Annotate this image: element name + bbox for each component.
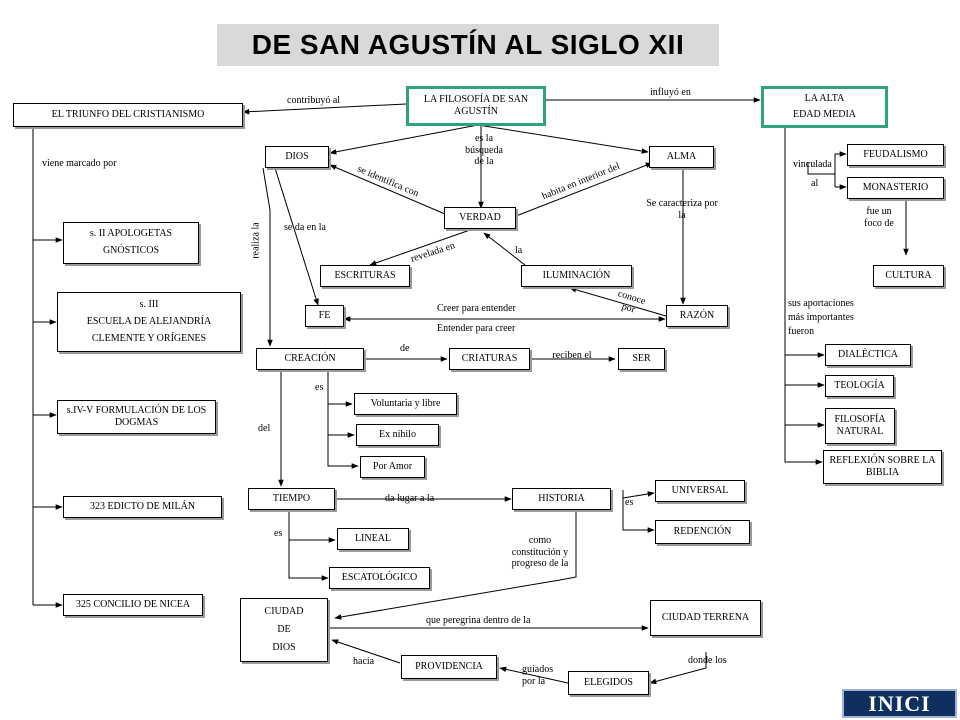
page-title: DE SAN AGUSTÍN AL SIGLO XII [217, 24, 719, 66]
link-es-historia: es [625, 497, 634, 508]
node-iluminacion[interactable]: ILUMINACIÓN [521, 265, 632, 287]
node-alejandria[interactable]: s. III ESCUELA DE ALEJANDRÍA CLEMENTE Y … [57, 292, 241, 352]
node-teologia[interactable]: TEOLOGÍA [825, 375, 894, 397]
node-ser[interactable]: SER [618, 348, 665, 370]
link-hacia: hacia [353, 656, 375, 667]
link-caracteriza: Se caracteriza por la [646, 198, 718, 221]
node-redencion[interactable]: REDENCIÓN [655, 520, 750, 544]
link-donde: donde los [688, 655, 727, 666]
link-influyo: influyó en [650, 87, 691, 98]
node-filosofia-natural[interactable]: FILOSOFÍA NATURAL [825, 408, 895, 444]
node-voluntaria-libre[interactable]: Voluntaria y libre [354, 393, 457, 415]
node-providencia[interactable]: PROVIDENCIA [401, 655, 497, 679]
link-es-creacion: es [315, 382, 324, 393]
link-peregrina: que peregrina dentro de la [426, 615, 531, 626]
node-monasterio[interactable]: MONASTERIO [847, 177, 944, 199]
link-guiados: guiados por la [522, 664, 554, 687]
node-razon[interactable]: RAZÓN [666, 305, 728, 327]
node-historia[interactable]: HISTORIA [512, 488, 611, 510]
node-alta-edad-media[interactable]: LA ALTA EDAD MEDIA [761, 86, 888, 128]
link-como: como constitución y progreso de la [511, 535, 569, 569]
node-alma[interactable]: ALMA [649, 146, 714, 168]
node-ciudad-de-dios-line-1: CIUDAD [264, 605, 304, 617]
node-alejandria-line-2: ESCUELA DE ALEJANDRÍA [86, 315, 212, 327]
link-del: del [258, 423, 271, 434]
node-ciudad-terrena[interactable]: CIUDAD TERRENA [650, 600, 761, 636]
node-apologetas-line-1: s. II APOLOGETAS [89, 228, 173, 240]
node-criaturas[interactable]: CRIATURAS [449, 348, 530, 370]
node-formulacion-dogmas[interactable]: s.IV-V FORMULACIÓN DE LOS DOGMAS [57, 400, 216, 434]
node-reflexion-biblia[interactable]: REFLEXIÓN SOBRE LA BIBLIA [823, 450, 942, 484]
node-dialectica[interactable]: DIALÉCTICA [825, 344, 911, 366]
node-elegidos[interactable]: ELEGIDOS [568, 671, 649, 695]
node-por-amor[interactable]: Por Amor [360, 456, 425, 478]
link-vinculada: vinculada [793, 159, 832, 170]
link-entender: Entender para creer [437, 323, 516, 334]
link-de: de [400, 343, 410, 354]
link-al: al [811, 178, 819, 189]
node-escatologico[interactable]: ESCATOLÓGICO [329, 567, 430, 589]
node-apologetas-line-2: GNÓSTICOS [102, 245, 160, 257]
node-tiempo[interactable]: TIEMPO [248, 488, 335, 510]
link-da-lugar: da lugar a la [385, 493, 435, 504]
node-ex-nihilo[interactable]: Ex nihilo [356, 424, 439, 446]
node-ciudad-de-dios[interactable]: CIUDAD DE DIOS [240, 598, 328, 662]
link-creer: Creer para entender [437, 303, 516, 314]
link-viene-marcado: viene marcado por [42, 158, 117, 169]
node-alta-edad-media-line-1: LA ALTA [804, 93, 845, 104]
node-fe[interactable]: FE [305, 305, 344, 327]
node-edicto-milan[interactable]: 323 EDICTO DE MILÁN [63, 496, 222, 518]
node-ciudad-de-dios-line-2: DE [277, 623, 291, 635]
link-realiza: realiza la [250, 222, 262, 259]
node-ciudad-de-dios-line-3: DIOS [272, 641, 296, 653]
link-se-da: se da en la [284, 222, 326, 233]
link-la: la [515, 245, 523, 256]
node-verdad[interactable]: VERDAD [444, 207, 516, 229]
node-dios[interactable]: DIOS [265, 146, 329, 168]
link-busqueda: es la búsqueda de la [465, 133, 503, 167]
node-feudalismo[interactable]: FEUDALISMO [847, 144, 944, 166]
node-creacion[interactable]: CREACIÓN [256, 348, 364, 370]
link-aportaciones: sus aportaciones más importantes fueron [788, 298, 854, 337]
node-filosofia-san-agustin[interactable]: LA FILOSOFÍA DE SAN AGUSTÍN [406, 86, 546, 126]
node-alejandria-line-1: s. III [139, 298, 159, 310]
node-cultura[interactable]: CULTURA [873, 265, 944, 287]
node-concilio-nicea[interactable]: 325 CONCILIO DE NICEA [63, 594, 203, 616]
node-apologetas[interactable]: s. II APOLOGETAS GNÓSTICOS [63, 222, 199, 264]
node-alejandria-line-3: CLEMENTE Y ORÍGENES [91, 332, 207, 344]
inicio-button[interactable]: INICI [842, 689, 957, 718]
node-escrituras[interactable]: ESCRITURAS [320, 265, 410, 287]
link-contribuyo: contribuyó al [287, 95, 341, 106]
node-alta-edad-media-line-2: EDAD MEDIA [792, 108, 857, 120]
node-triunfo-cristianismo[interactable]: EL TRIUNFO DEL CRISTIANISMO [13, 103, 243, 127]
link-reciben: reciben el [552, 350, 592, 361]
link-es-tiempo: es [274, 528, 283, 539]
node-universal[interactable]: UNIVERSAL [655, 480, 745, 502]
link-foco: fue un foco de [864, 206, 894, 229]
node-lineal[interactable]: LINEAL [337, 528, 409, 550]
